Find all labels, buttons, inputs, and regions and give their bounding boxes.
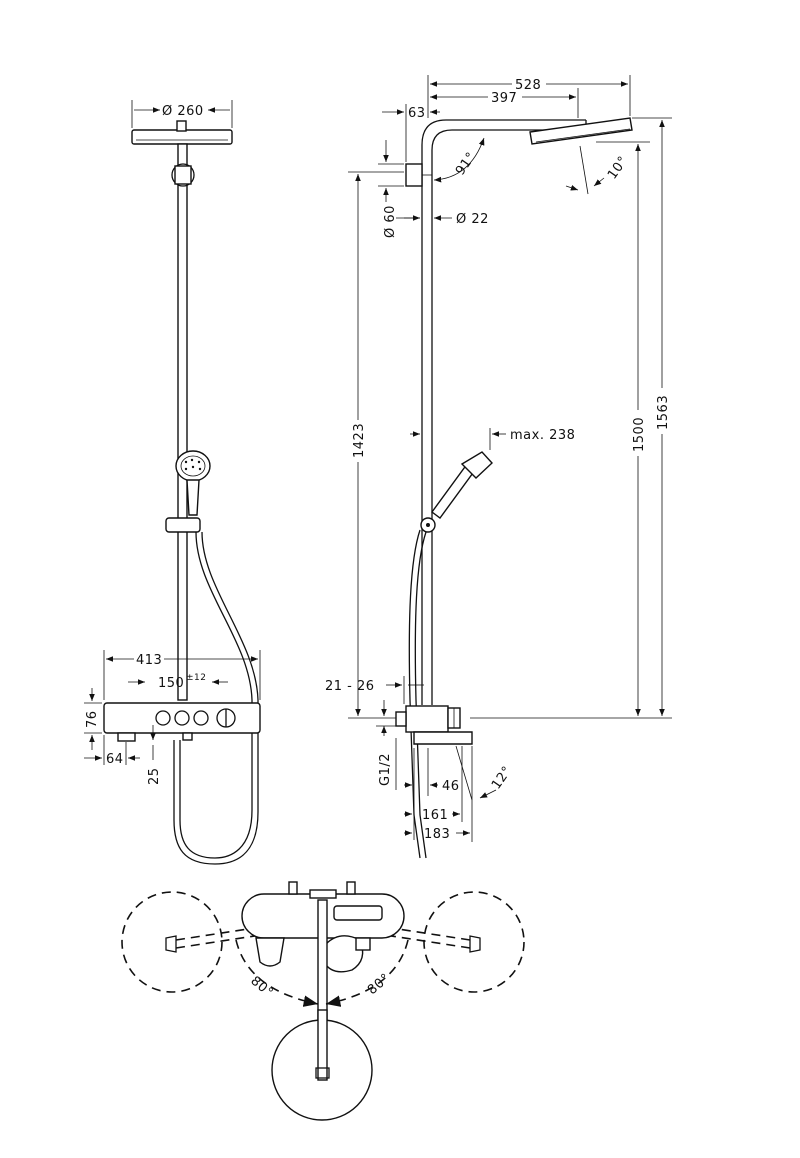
shower-pipe-front [177,143,188,701]
dim-range-21-26: 21 - 26 [325,679,375,694]
dim-width-413: 413 [136,653,162,668]
dim-offset-63: 63 [408,106,426,121]
dim-spacing-tol: ±12 [186,673,207,683]
hose-front [179,531,253,859]
dim-reach-397: 397 [491,91,517,106]
dim-reach-528: 528 [515,78,541,93]
overhead-shower-side [529,117,633,145]
shower-arm-side [421,119,586,705]
dim-dist-183: 183 [424,827,450,842]
swivel-circle-right [423,891,525,993]
side-view: 528 397 63 91° 10° Ø 60 Ø 22 [325,75,672,859]
dim-head-diameter: Ø 260 [162,104,204,119]
dim-swivel-right: 80° [365,971,393,998]
front-view: Ø 260 413 150 ±12 76 64 25 [84,100,261,865]
dim-height-1563: 1563 [656,395,671,430]
slider-front [165,517,201,533]
dim-angle-12: 12° [489,764,515,793]
dim-dist-46: 46 [442,779,460,794]
dim-offset-64: 64 [106,752,124,767]
wall-bracket-front [171,163,195,187]
dim-max-238: max. 238 [510,428,575,443]
dim-thread-g12: G1/2 [378,753,393,786]
hand-shower-side [420,451,493,533]
top-view: 80° 80° [121,881,525,1121]
dim-height-76: 76 [85,710,100,728]
dim-depth-25: 25 [147,767,162,785]
overhead-shower-front [131,120,233,145]
dim-bracket-60: Ø 60 [383,205,398,238]
dim-spacing-150: 150 [158,676,184,691]
dim-angle-10: 10° [605,154,631,183]
hand-shower-front [175,450,211,516]
wall-bracket-side [405,163,423,187]
thermostat-front [103,702,261,742]
dim-swivel-left: 80° [247,974,275,1001]
dim-height-1500: 1500 [632,417,647,452]
dim-pipe-22: Ø 22 [456,212,489,227]
dim-height-1423: 1423 [352,423,367,458]
hose-side [408,529,421,859]
dim-dist-161: 161 [422,808,448,823]
thermostat-side [395,705,473,745]
swivel-circle-left [121,891,223,993]
